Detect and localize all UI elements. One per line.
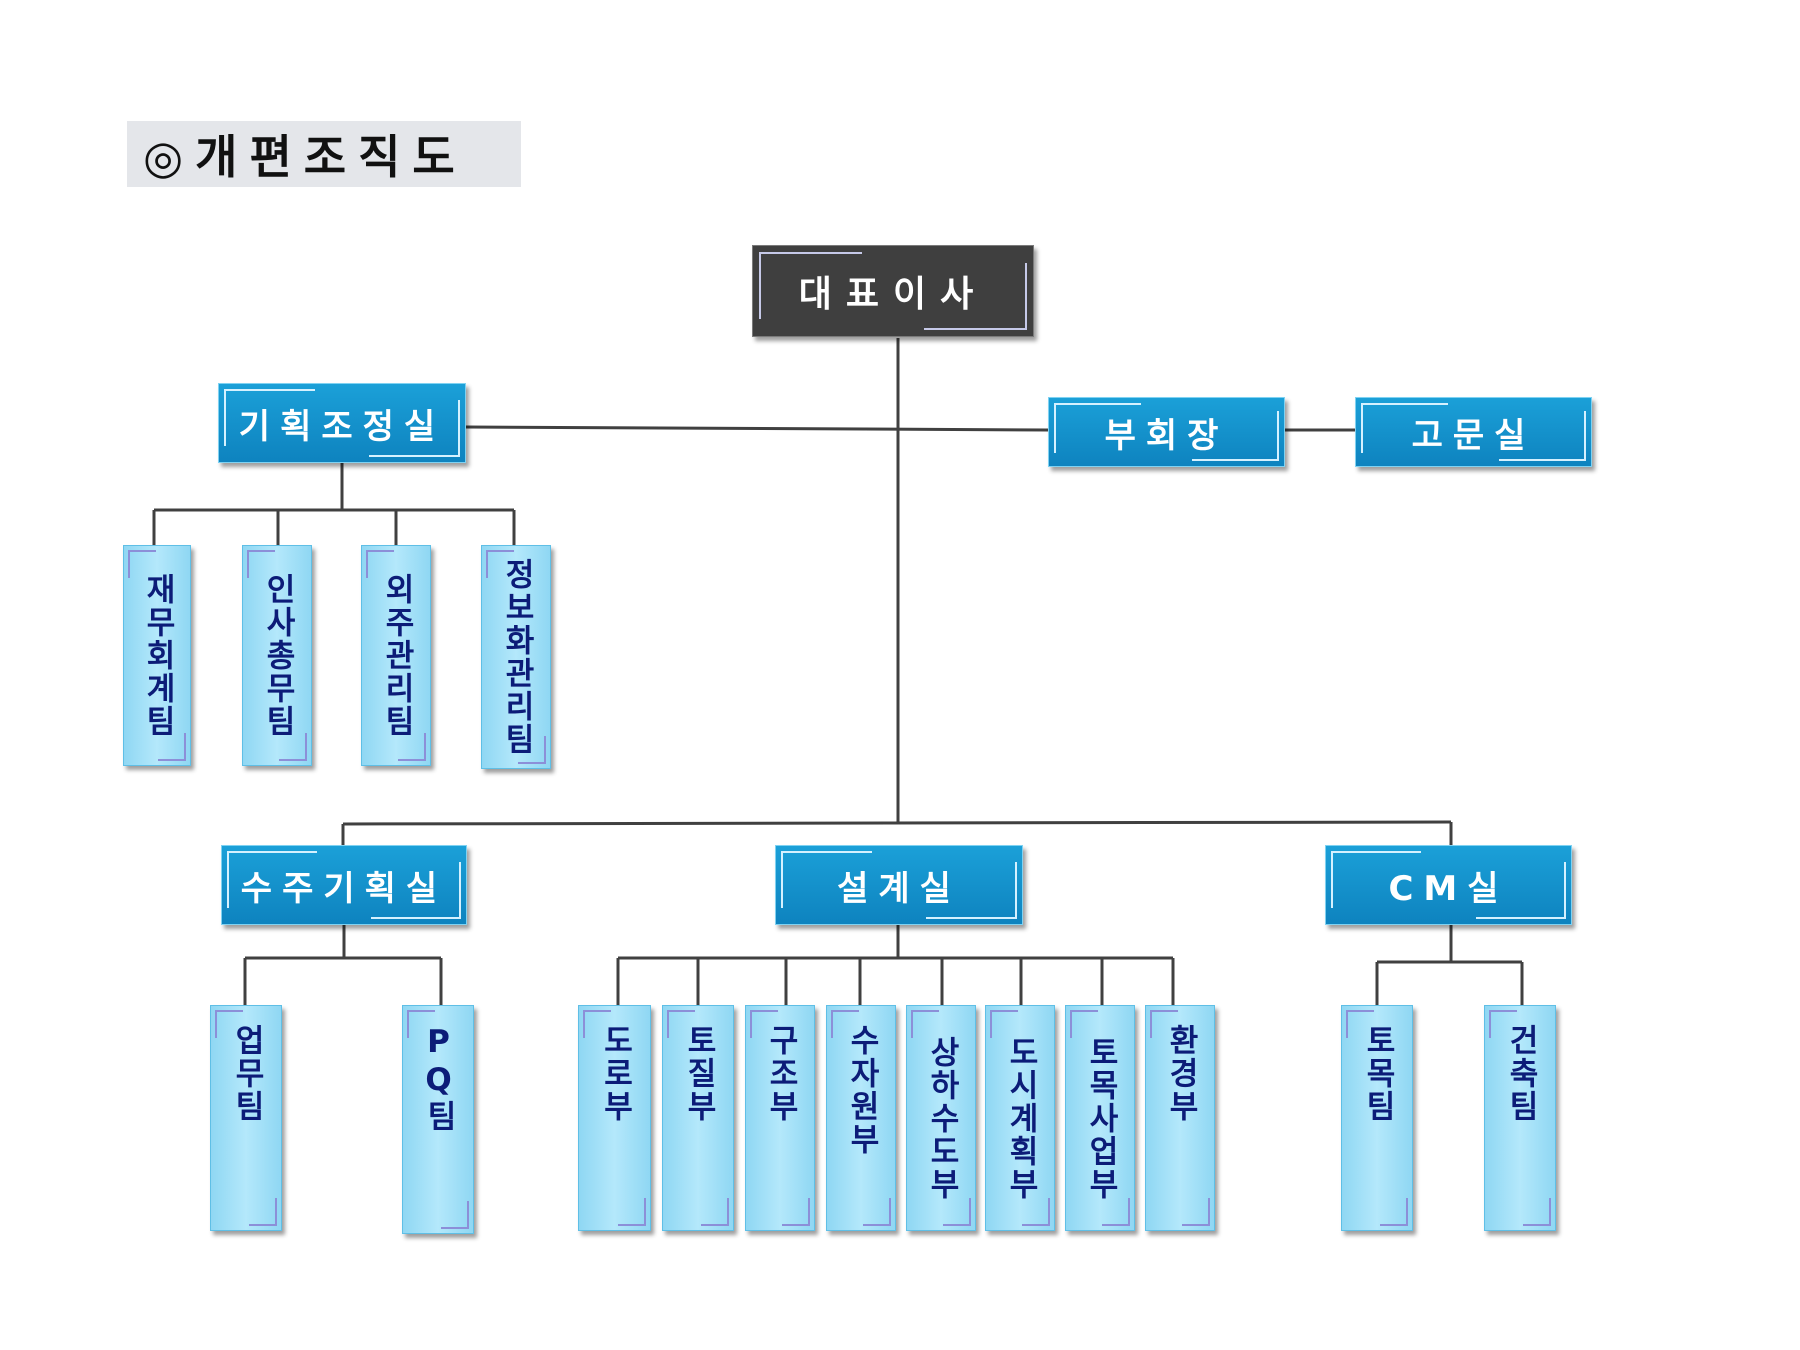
node-environment-dept: 환경부 <box>1145 1005 1215 1231</box>
node-label: 토목사업부 <box>1082 1035 1119 1201</box>
node-label: 도시계획부 <box>1002 1035 1039 1201</box>
node-label: 설계실 <box>837 868 961 909</box>
node-finance-accounting-team: 재무회계팀 <box>123 545 191 766</box>
node-label: 외주관리팀 <box>378 573 415 738</box>
node-water-sewage-dept: 상하수도부 <box>906 1005 976 1231</box>
node-label: 인사총무팀 <box>259 573 296 738</box>
node-ceo: 대표이사 <box>752 245 1034 337</box>
node-order-planning: 수주기획실 <box>221 845 467 925</box>
node-hr-general-team: 인사총무팀 <box>242 545 312 766</box>
node-structure-dept: 구조부 <box>745 1005 815 1231</box>
node-vice-chairman: 부회장 <box>1048 397 1285 467</box>
node-advisory: 고문실 <box>1355 397 1592 467</box>
node-outsourcing-team: 외주관리팀 <box>361 545 431 766</box>
node-information-team: 정보화관리팀 <box>481 545 551 769</box>
title-banner: ◎개편조직도 <box>127 121 521 187</box>
node-label: 고문실 <box>1411 415 1536 456</box>
node-design: 설계실 <box>775 845 1023 925</box>
connector-line <box>465 425 1049 432</box>
node-planning-coordination: 기획조정실 <box>218 383 466 463</box>
node-label: 도로부 <box>597 1024 633 1123</box>
node-label: 상하수도부 <box>923 1035 960 1201</box>
node-soil-dept: 토질부 <box>662 1005 734 1231</box>
node-road-dept: 도로부 <box>578 1005 651 1231</box>
node-label: 부회장 <box>1104 415 1229 456</box>
node-label: 토목팀 <box>1359 1024 1396 1123</box>
node-label: 기획조정실 <box>238 406 446 447</box>
node-label: 수주기획실 <box>240 868 448 909</box>
node-civil-team: 토목팀 <box>1341 1005 1413 1231</box>
node-label: 정보화관리팀 <box>498 558 535 756</box>
node-label: 재무회계팀 <box>139 573 176 738</box>
node-label: 업무팀 <box>228 1024 265 1123</box>
node-label: 대표이사 <box>798 274 988 315</box>
node-urban-planning-dept: 도시계획부 <box>985 1005 1055 1231</box>
node-architecture-team: 건축팀 <box>1484 1005 1556 1231</box>
node-pq-team: PQ팀 <box>402 1005 474 1234</box>
node-label: CM실 <box>1388 868 1509 909</box>
node-label: 구조부 <box>762 1024 799 1123</box>
node-civil-business-dept: 토목사업부 <box>1065 1005 1135 1231</box>
node-label: 건축팀 <box>1502 1024 1539 1123</box>
node-business-team: 업무팀 <box>210 1005 282 1231</box>
node-label: 수자원부 <box>843 1024 880 1156</box>
page-title: ◎개편조직도 <box>143 130 467 184</box>
node-label: PQ팀 <box>420 1024 457 1133</box>
node-label: 환경부 <box>1162 1024 1199 1123</box>
node-water-resources-dept: 수자원부 <box>826 1005 896 1231</box>
connector-line <box>342 820 1452 826</box>
node-cm: CM실 <box>1325 845 1572 925</box>
node-label: 토질부 <box>680 1024 717 1123</box>
